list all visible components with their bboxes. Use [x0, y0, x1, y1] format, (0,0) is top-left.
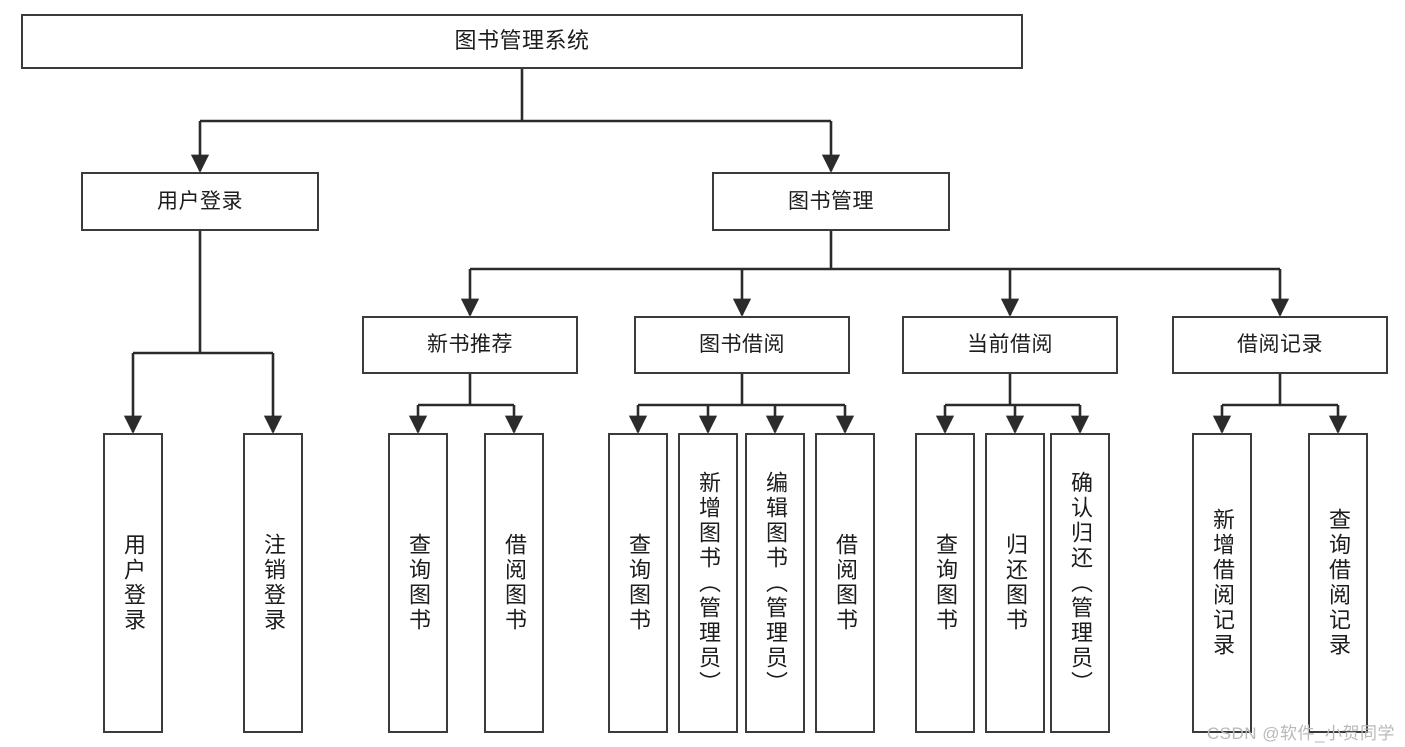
- node-borrow_record[interactable]: 借阅记录: [1172, 316, 1388, 374]
- node-leaf_rec_borrow[interactable]: 借阅图书: [484, 433, 544, 733]
- node-label: 用户登录: [121, 533, 146, 633]
- node-leaf_cb_return[interactable]: 归还图书: [985, 433, 1045, 733]
- node-label: 查询借阅记录: [1326, 508, 1351, 658]
- node-current_borrow[interactable]: 当前借阅: [902, 316, 1118, 374]
- node-leaf_bb_edit[interactable]: 编辑图书（管理员）: [745, 433, 805, 733]
- node-label: 新增借阅记录: [1210, 508, 1235, 658]
- csdn-watermark: CSDN @软件_小贺同学: [1206, 724, 1395, 743]
- node-label: 新增图书（管理员）: [696, 470, 721, 696]
- node-user_login[interactable]: 用户登录: [81, 172, 319, 231]
- node-label: 新书推荐: [427, 333, 513, 357]
- node-leaf_br_query[interactable]: 查询借阅记录: [1308, 433, 1368, 733]
- node-leaf_cb_query[interactable]: 查询图书: [915, 433, 975, 733]
- node-new_book_rec[interactable]: 新书推荐: [362, 316, 578, 374]
- node-label: 确认归还（管理员）: [1068, 470, 1093, 696]
- node-book_manage[interactable]: 图书管理: [712, 172, 950, 231]
- node-label: 借阅记录: [1237, 333, 1323, 357]
- node-label: 注销登录: [261, 533, 286, 633]
- node-book_borrow[interactable]: 图书借阅: [634, 316, 850, 374]
- node-leaf_user_login[interactable]: 用户登录: [103, 433, 163, 733]
- node-label: 图书借阅: [699, 333, 785, 357]
- node-label: 编辑图书（管理员）: [763, 470, 788, 696]
- node-label: 归还图书: [1003, 533, 1028, 633]
- node-leaf_rec_query[interactable]: 查询图书: [388, 433, 448, 733]
- node-label: 查询图书: [933, 533, 958, 633]
- node-label: 当前借阅: [967, 333, 1053, 357]
- node-label: 图书管理: [788, 189, 874, 213]
- node-label: 查询图书: [626, 533, 651, 633]
- node-label: 查询图书: [406, 533, 431, 633]
- node-leaf_bb_add[interactable]: 新增图书（管理员）: [678, 433, 738, 733]
- node-label: 借阅图书: [833, 533, 858, 633]
- node-leaf_cb_confirm[interactable]: 确认归还（管理员）: [1050, 433, 1110, 733]
- node-leaf_bb_query[interactable]: 查询图书: [608, 433, 668, 733]
- node-root[interactable]: 图书管理系统: [21, 14, 1023, 69]
- node-leaf_bb_borrow[interactable]: 借阅图书: [815, 433, 875, 733]
- node-leaf_br_add[interactable]: 新增借阅记录: [1192, 433, 1252, 733]
- node-label: 图书管理系统: [454, 28, 590, 54]
- node-leaf_logout[interactable]: 注销登录: [243, 433, 303, 733]
- node-label: 用户登录: [157, 189, 243, 213]
- node-label: 借阅图书: [502, 533, 527, 633]
